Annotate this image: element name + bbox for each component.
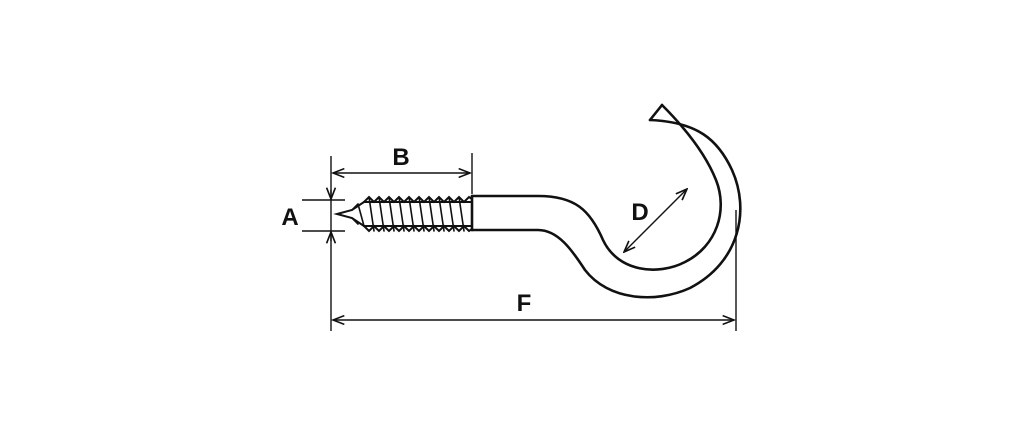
- threaded-section: [333, 195, 473, 233]
- dimension-f-label: F: [517, 290, 532, 317]
- extension-lines: [302, 153, 737, 331]
- hook-inner-contour: [470, 118, 742, 299]
- dimension-arrows: [331, 173, 734, 320]
- dimension-d-arrow: [624, 189, 687, 252]
- thread-crests-bottom: [363, 224, 473, 233]
- hook-tip: [648, 103, 664, 122]
- dimension-b-label: B: [392, 144, 409, 171]
- dimension-d-label: D: [631, 199, 648, 226]
- screw-hook: [470, 103, 742, 299]
- dimension-a-label: A: [281, 204, 298, 231]
- hook-outer-contour: [470, 103, 723, 271]
- tip-thread: [351, 203, 365, 227]
- screw-tip: [333, 201, 365, 227]
- thread-helix-lines: [368, 196, 465, 232]
